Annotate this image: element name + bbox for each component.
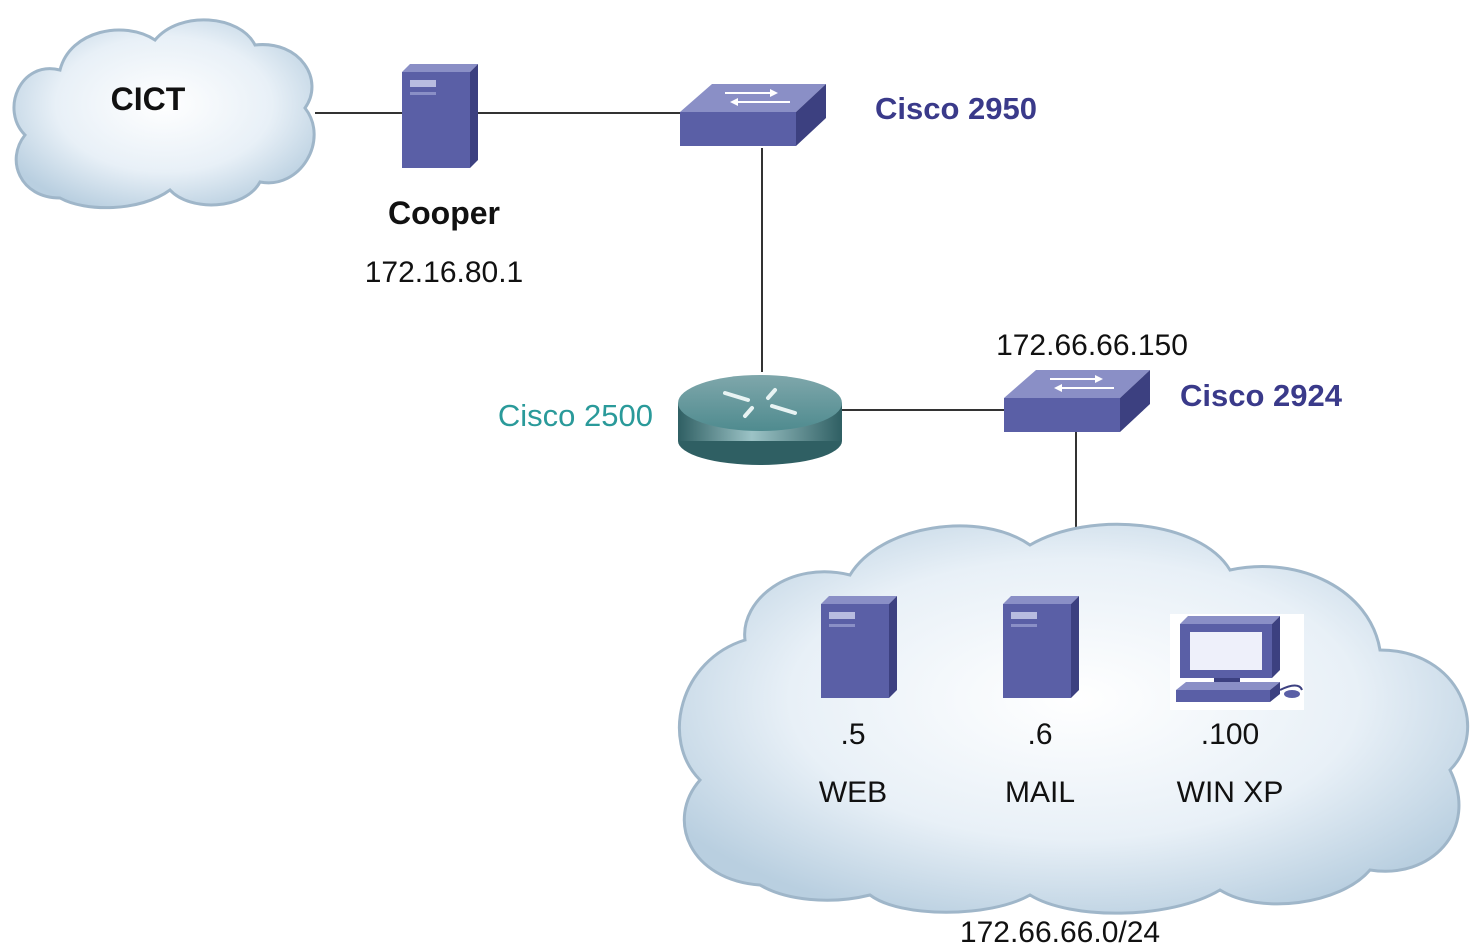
switch-2924-icon <box>1004 370 1150 432</box>
router-2500-icon <box>678 375 842 465</box>
router-2500-label: Cisco 2500 <box>498 398 653 433</box>
mail-name: MAIL <box>1005 776 1075 809</box>
mail-host: .6 <box>1027 718 1052 751</box>
switch-2924-label: Cisco 2924 <box>1180 378 1343 413</box>
winxp-host: .100 <box>1201 718 1259 751</box>
winxp-name: WIN XP <box>1177 776 1284 809</box>
links <box>315 112 1077 533</box>
cooper-name: Cooper <box>388 195 500 231</box>
cooper-server-icon <box>402 64 478 168</box>
cooper-ip: 172.16.80.1 <box>365 256 523 289</box>
mail-server-icon <box>1003 596 1079 698</box>
lan-cloud <box>677 522 1469 915</box>
switch-2950-icon <box>680 84 826 146</box>
winxp-pc-icon <box>1170 614 1304 710</box>
web-name: WEB <box>819 776 887 809</box>
switch-2950-label: Cisco 2950 <box>875 91 1037 126</box>
web-host: .5 <box>840 718 865 751</box>
switch-2924-ip: 172.66.66.150 <box>996 329 1188 362</box>
cict-cloud: CICT <box>12 18 316 210</box>
web-server-icon <box>821 596 897 698</box>
lan-subnet: 172.66.66.0/24 <box>960 916 1160 947</box>
cict-cloud-label: CICT <box>111 81 186 117</box>
